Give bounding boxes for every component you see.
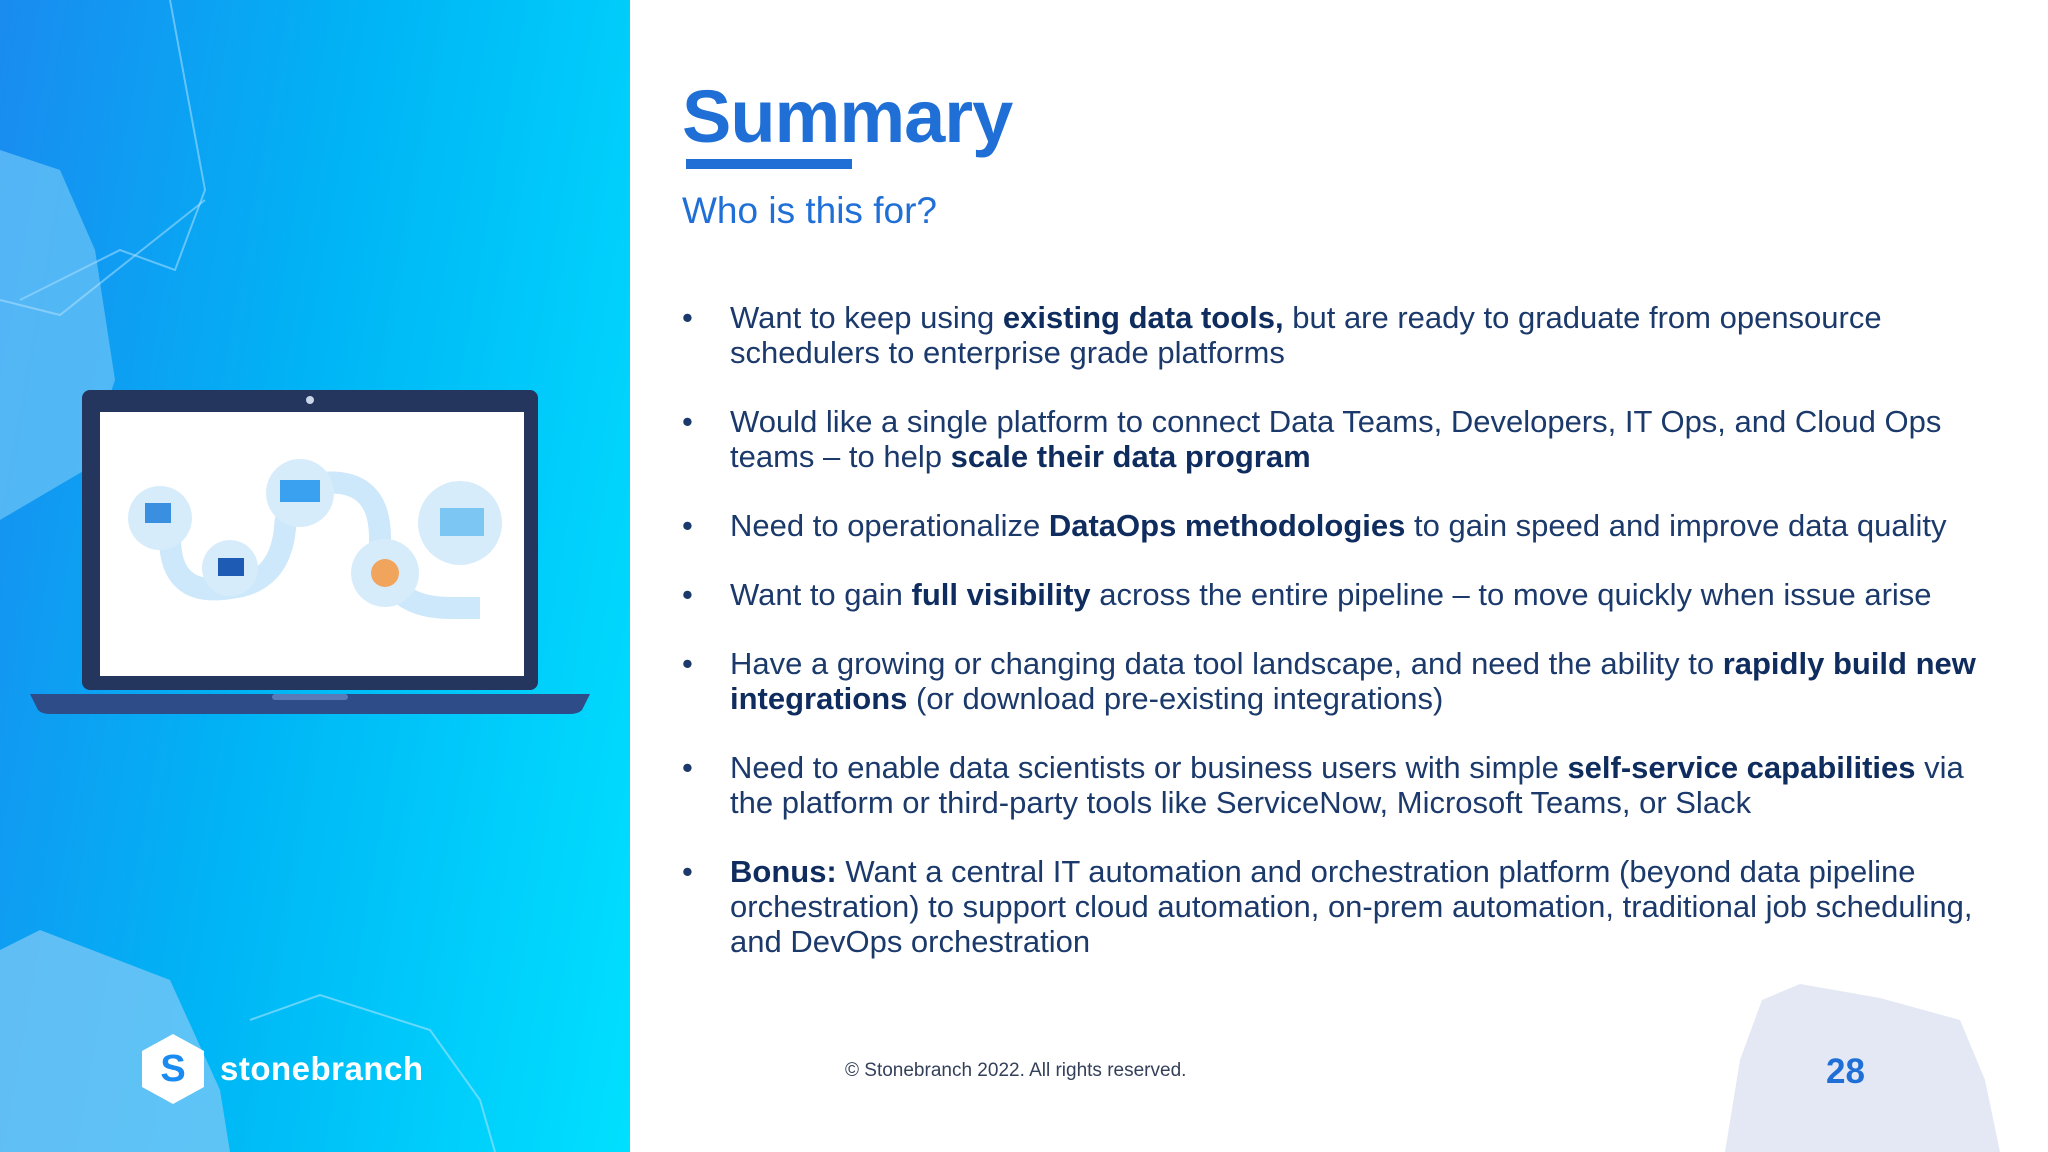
corner-hexagon-shape xyxy=(1725,984,2000,1152)
bullet-text: (or download pre-existing integrations) xyxy=(907,681,1444,716)
slide-subtitle: Who is this for? xyxy=(682,190,937,231)
page-number: 28 xyxy=(1826,1052,1865,1091)
left-brand-panel: S stonebranch xyxy=(0,0,630,1152)
bullet-list: • Want to keep using existing data tools,… xyxy=(682,300,1982,993)
bullet-item: • Want to gain full visibility across the… xyxy=(682,577,1982,612)
bullet-item: • Need to operationalize DataOps methodol… xyxy=(682,508,1982,543)
bullet-item: • Need to enable data scientists or busin… xyxy=(682,750,1982,820)
title-underline xyxy=(686,159,852,169)
bullet-dot: • xyxy=(682,646,693,681)
bullet-emphasis: DataOps methodologies xyxy=(1048,508,1406,543)
bullet-dot: • xyxy=(682,404,693,439)
bullet-text: Want to keep using xyxy=(730,300,1003,335)
bullet-dot: • xyxy=(682,750,693,785)
bullet-text: Need to operationalize xyxy=(730,508,1049,543)
logo-letter: S xyxy=(160,1048,185,1090)
bullet-emphasis: Bonus: xyxy=(730,854,837,889)
bullet-emphasis: scale their data program xyxy=(950,439,1311,474)
slide-title: Summary xyxy=(682,75,1013,158)
stonebranch-logo-icon: S xyxy=(142,1034,204,1104)
bullet-item: • Have a growing or changing data tool la… xyxy=(682,646,1982,716)
bullet-dot: • xyxy=(682,577,693,612)
bullet-dot: • xyxy=(682,300,693,335)
bullet-emphasis: rapidly build new integrations xyxy=(730,646,1976,716)
bullet-text: but are ready to graduate from opensourc… xyxy=(730,300,1882,370)
bullet-text: Want to gain xyxy=(730,577,912,612)
bullet-emphasis: self-service capabilities xyxy=(1567,750,1916,785)
bullet-text: via the platform or third-party tools li… xyxy=(730,750,1964,820)
bullet-text: Need to enable data scientists or busine… xyxy=(730,750,1568,785)
copyright-text: © Stonebranch 2022. All rights reserved. xyxy=(845,1060,1187,1081)
bullet-emphasis: full visibility xyxy=(911,577,1091,612)
bullet-text: to gain speed and improve data quality xyxy=(1405,508,1947,543)
bullet-emphasis: existing data tools, xyxy=(1002,300,1284,335)
bullet-text: Would like a single platform to connect … xyxy=(730,404,1942,474)
bullet-item: • Would like a single platform to connect… xyxy=(682,404,1982,474)
brand-logo: S stonebranch xyxy=(140,1032,424,1106)
bullet-dot: • xyxy=(682,508,693,543)
bullet-item: • Bonus: Want a central IT automation and… xyxy=(682,854,1982,959)
bullet-dot: • xyxy=(682,854,693,889)
brand-name: stonebranch xyxy=(220,1050,424,1087)
bullet-text: across the entire pipeline – to move qui… xyxy=(1090,577,1932,612)
bullet-text: Want a central IT automation and orchest… xyxy=(730,854,1973,959)
laptop-illustration xyxy=(30,390,590,714)
bullet-item: • Want to keep using existing data tools,… xyxy=(682,300,1982,370)
bullet-text: Have a growing or changing data tool lan… xyxy=(730,646,1723,681)
